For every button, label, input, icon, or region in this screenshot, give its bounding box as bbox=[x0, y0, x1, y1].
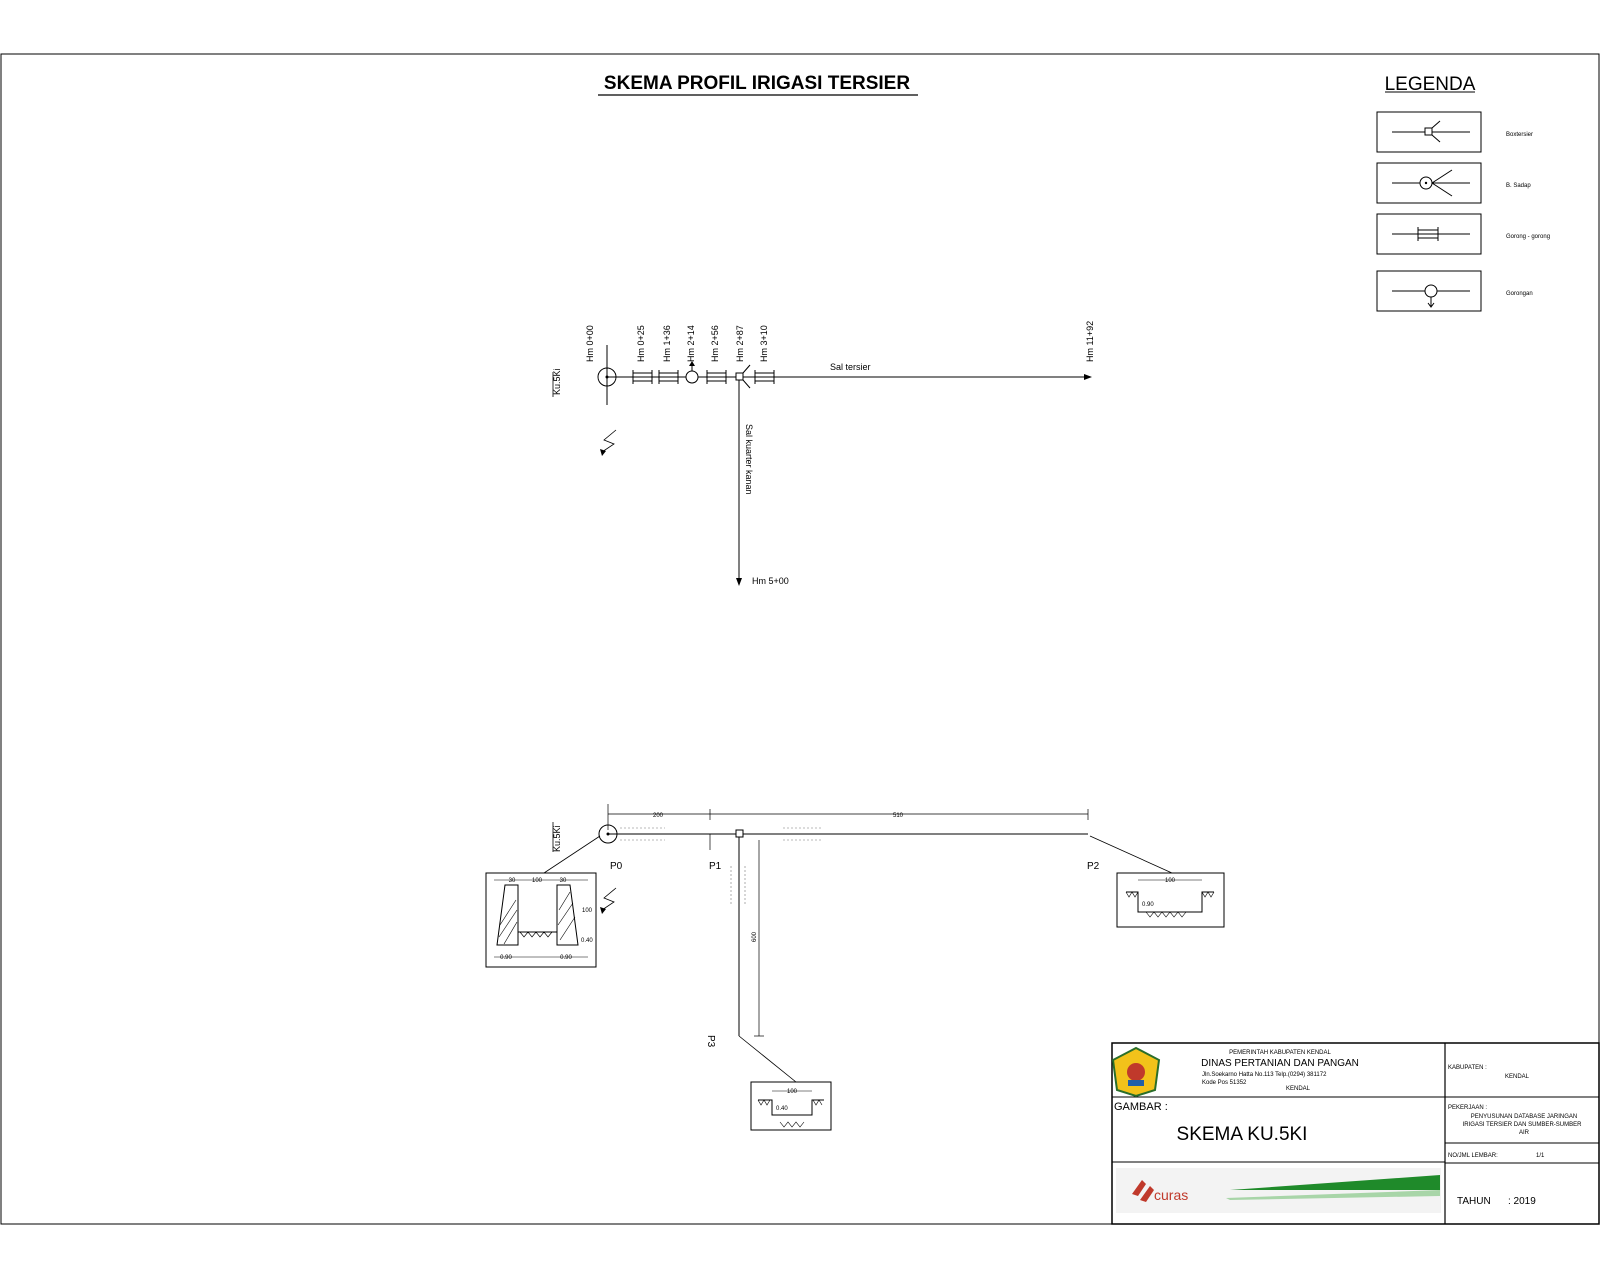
kendal-emblem-icon bbox=[1111, 1046, 1161, 1098]
legend-title: LEGENDA bbox=[1385, 74, 1476, 95]
section-dim: 30 bbox=[560, 878, 567, 884]
gambar-label: GAMBAR : bbox=[1114, 1101, 1168, 1113]
branch-channel-label: Sal kuarter kanan bbox=[744, 424, 754, 495]
culvert-icon bbox=[658, 370, 679, 384]
org-city: KENDAL bbox=[1286, 1086, 1311, 1092]
gambar-value: SKEMA KU.5KI bbox=[1177, 1124, 1308, 1145]
station-label: Hm 0+25 bbox=[636, 325, 646, 362]
intake-sadap-icon bbox=[598, 824, 618, 844]
point-label: P3 bbox=[705, 1035, 716, 1048]
cross-section-p0: 30 100 30 100 0.40 0.90 0.90 bbox=[485, 872, 597, 968]
gorongan-icon bbox=[685, 361, 699, 384]
point-label: P2 bbox=[1087, 861, 1100, 872]
org-line2: DINAS PERTANIAN DAN PANGAN bbox=[1201, 1058, 1359, 1069]
gorongan-icon bbox=[1376, 270, 1482, 312]
flow-arrow-icon bbox=[601, 887, 617, 911]
cross-section-p3: 100 0.40 bbox=[750, 1081, 832, 1131]
legend-label-sadap: B. Sadap bbox=[1506, 183, 1531, 189]
layout-schematic: Ku.5Ki 200 510 P0 P1 P2 P3 600 bbox=[485, 804, 1225, 1131]
dimension-label: 200 bbox=[653, 813, 664, 819]
org-line1: PEMERINTAH KABUPATEN KENDAL bbox=[1229, 1050, 1331, 1056]
org-address2: Kode Pos 51352 bbox=[1202, 1080, 1247, 1086]
dimension-label: 600 bbox=[752, 931, 758, 942]
station-label: Hm 3+10 bbox=[759, 325, 769, 362]
cross-section-p2: 100 0.90 bbox=[1116, 872, 1225, 928]
section-dim: 0.90 bbox=[1142, 902, 1154, 908]
kab-label: KABUPATEN : bbox=[1448, 1065, 1487, 1071]
station-label: Hm 2+56 bbox=[710, 325, 720, 362]
lembar-label: NO/JML LEMBAR: bbox=[1448, 1153, 1498, 1159]
lembar-value: 1/1 bbox=[1536, 1153, 1545, 1159]
main-channel-label: Sal tersier bbox=[830, 362, 871, 372]
station-label: Hm 11+92 bbox=[1085, 321, 1095, 362]
station-label: Hm 1+36 bbox=[662, 325, 672, 362]
section-dim: 0.40 bbox=[581, 938, 593, 944]
culvert-icon bbox=[706, 370, 727, 384]
legend-label-culvert: Gorong - gorong bbox=[1506, 234, 1550, 240]
point-label: P0 bbox=[610, 861, 623, 872]
point-label: P1 bbox=[709, 861, 722, 872]
section-dim: 0.90 bbox=[500, 955, 512, 961]
org-address1: Jln.Soekarno Hatta No.113 Telp.(0294) 38… bbox=[1202, 1072, 1327, 1078]
section-dim: 30 bbox=[509, 878, 516, 884]
section-dim: 100 bbox=[1165, 878, 1176, 884]
station-label: Hm 2+87 bbox=[735, 325, 745, 362]
dimension-label: 510 bbox=[893, 813, 904, 819]
branch-end-label: Hm 5+00 bbox=[752, 576, 789, 586]
tahun-value: : 2019 bbox=[1508, 1196, 1536, 1207]
box-tersier-icon bbox=[735, 364, 751, 389]
flow-arrow-icon bbox=[601, 429, 617, 453]
pekerjaan-line1: PENYUSUNAN DATABASE JARINGAN bbox=[1471, 1114, 1577, 1120]
schematic-unit-label: Ku.5Ki bbox=[552, 825, 562, 852]
profile-schematic: Ku.5Ki Hm 0+00 Hm 0+25 Hm 1+36 Hm 2+14 H… bbox=[552, 321, 1095, 586]
pekerjaan-label: PEKERJAAN : bbox=[1448, 1105, 1487, 1111]
station-label: Hm 0+00 bbox=[585, 325, 595, 362]
kab-value: KENDAL bbox=[1505, 1074, 1530, 1080]
pekerjaan-line2: IRIGASI TERSIER DAN SUMBER-SUMBER bbox=[1463, 1122, 1583, 1128]
section-dim: 0.40 bbox=[776, 1106, 788, 1112]
station-label: Hm 2+14 bbox=[686, 325, 696, 362]
box-tersier-icon bbox=[1376, 111, 1482, 153]
tahun-label: TAHUN bbox=[1457, 1196, 1491, 1207]
profile-unit-label: Ku.5Ki bbox=[552, 368, 562, 395]
culvert-icon bbox=[632, 370, 653, 384]
box-tersier-icon bbox=[735, 829, 744, 838]
section-dim: 100 bbox=[787, 1089, 798, 1095]
culvert-icon bbox=[754, 370, 775, 384]
section-dim: 100 bbox=[582, 908, 593, 914]
culvert-icon bbox=[1376, 213, 1482, 255]
legend: LEGENDA Boxtersier B. Sadap Gor bbox=[1376, 74, 1550, 312]
bangunan-sadap-icon bbox=[1376, 162, 1482, 204]
sheet-frame bbox=[0, 53, 1600, 1225]
consultant-logo: curas bbox=[1116, 1168, 1441, 1213]
consultant-logo-text: curas bbox=[1154, 1187, 1188, 1203]
legend-label-gorongan: Gorongan bbox=[1506, 291, 1533, 297]
drawing-title: SKEMA PROFIL IRIGASI TERSIER bbox=[604, 73, 910, 94]
section-dim: 0.90 bbox=[560, 955, 572, 961]
section-dim: 100 bbox=[532, 878, 543, 884]
legend-label-box-tersier: Boxtersier bbox=[1506, 132, 1533, 138]
pekerjaan-line3: AIR bbox=[1519, 1130, 1530, 1136]
title-block: PEMERINTAH KABUPATEN KENDAL DINAS PERTAN… bbox=[1111, 1042, 1600, 1225]
